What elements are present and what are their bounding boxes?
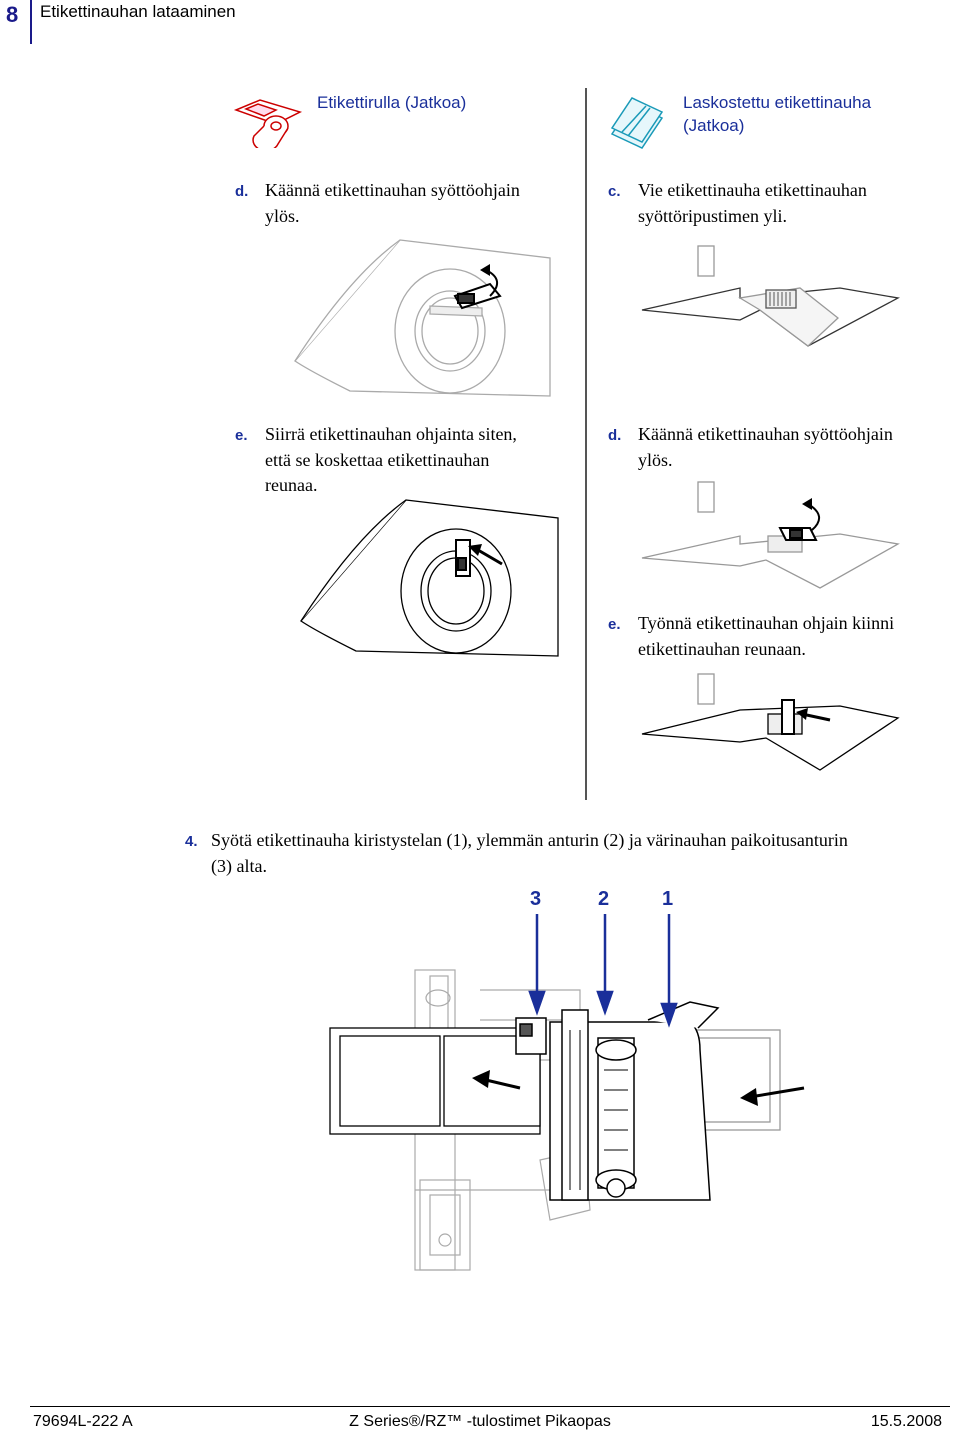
- printer-mechanism-illustration: [329, 969, 805, 1271]
- step-letter: e.: [608, 616, 621, 633]
- step-letter: c.: [608, 183, 621, 200]
- step-text: Vie etikettinauha etikettinauhan: [638, 180, 867, 200]
- footer-doc-title: Z Series®/RZ™ -tulostimet Pikaopas: [349, 1413, 611, 1430]
- page-number: 8: [6, 2, 19, 27]
- section-title-fanfold: Laskostettu etikettinauha (Jatkoa): [683, 91, 871, 137]
- roll-guide-slide-illustration: [300, 499, 559, 657]
- footer-date: 15.5.2008: [870, 1413, 942, 1430]
- section-title-fanfold-line2: (Jatkoa): [683, 116, 745, 135]
- step-text: että se koskettaa etikettinauhan: [265, 450, 490, 470]
- step-text: (3) alta.: [211, 856, 267, 876]
- step-number: 4.: [185, 833, 198, 850]
- left-step-e: e.Siirrä etikettinauhan ohjainta siten, …: [235, 422, 517, 498]
- step-text: Työnnä etikettinauhan ohjain kiinni: [638, 613, 895, 633]
- fanfold-guide-push-illustration: [641, 673, 900, 771]
- step-text: Käännä etikettinauhan syöttöohjain: [265, 180, 520, 200]
- label-roll-icon: [233, 99, 303, 148]
- step-text: Siirrä etikettinauhan ohjainta siten,: [265, 424, 517, 444]
- footer-doc-number: 79694L-222 A: [33, 1413, 133, 1430]
- footer-divider: [30, 1406, 950, 1407]
- fanfold-hanger-illustration: [641, 245, 900, 347]
- step-4: 4. Syötä etikettinauha kiristystelan (1),…: [185, 828, 848, 879]
- column-divider: [585, 88, 587, 800]
- page-title: Etikettinauhan lataaminen: [40, 2, 236, 21]
- step-text: syöttöripustimen yli.: [638, 206, 788, 226]
- step-text: ylös.: [265, 206, 300, 226]
- step-text: Syötä etikettinauha kiristystelan (1), y…: [211, 830, 848, 850]
- left-step-d: d. Käännä etikettinauhan syöttöohjain ylö…: [235, 178, 520, 229]
- callout-1: 1: [662, 888, 674, 910]
- fanfold-guide-up-illustration: [641, 481, 900, 589]
- step-letter: e.: [235, 427, 248, 444]
- section-title-roll: Etikettirulla (Jatkoa): [317, 93, 467, 112]
- roll-guide-up-illustration: [294, 239, 551, 397]
- step-text: reunaa.: [265, 475, 318, 495]
- callout-2: 2: [598, 888, 610, 910]
- right-step-c: c. Vie etikettinauha etikettinauhan syött…: [608, 178, 867, 229]
- fanfold-icon: [610, 97, 664, 149]
- right-step-e: e. Työnnä etikettinauhan ohjain kiinni et…: [608, 611, 894, 662]
- step-letter: d.: [608, 427, 622, 444]
- header-divider: [30, 0, 32, 44]
- step-letter: d.: [235, 183, 249, 200]
- step-text: ylös.: [638, 450, 673, 470]
- right-step-d: d. Käännä etikettinauhan syöttöohjain ylö…: [608, 422, 893, 473]
- section-title-fanfold-line1: Laskostettu etikettinauha: [683, 93, 872, 112]
- step-text: etikettinauhan reunaan.: [638, 639, 806, 659]
- callout-3: 3: [530, 888, 542, 910]
- step-text: Käännä etikettinauhan syöttöohjain: [638, 424, 893, 444]
- callout-arrows: [528, 914, 678, 1028]
